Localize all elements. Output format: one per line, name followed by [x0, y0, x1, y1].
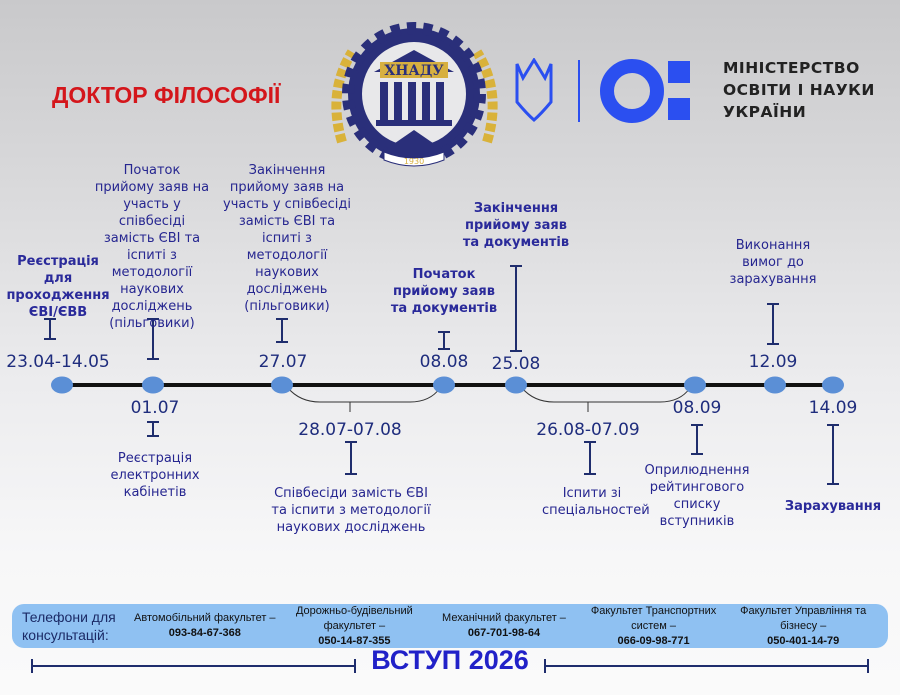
footer-title: ВСТУП 2026 [371, 645, 529, 675]
event-date: 01.07 [130, 398, 180, 418]
phone-item: Механічний факультет – 067-701-98-64 [429, 611, 579, 641]
phone-number[interactable]: 050-14-87-355 [318, 634, 391, 647]
event-date: 08.09 [672, 398, 722, 418]
ministry-name: МІНІСТЕРСТВО ОСВІТИ І НАУКИ УКРАЇНИ [723, 57, 875, 123]
page-title: ДОКТОР ФІЛОСОФІЇ [52, 82, 281, 108]
marker [147, 421, 159, 437]
timeline-dot [51, 376, 73, 394]
phone-number[interactable]: 050-401-14-79 [767, 634, 840, 647]
timeline-dot [822, 376, 844, 394]
phone-number[interactable]: 093-84-67-368 [168, 627, 241, 639]
marker [767, 303, 779, 345]
marker [584, 441, 596, 475]
event-date: 12.09 [748, 352, 798, 372]
ministry-line3: УКРАЇНИ [723, 103, 807, 121]
event-date: 28.07-07.08 [298, 420, 402, 440]
phone-number[interactable]: 067-701-98-64 [467, 627, 541, 639]
university-logo: ХНАДУ 1930 [331, 22, 498, 167]
logo-abbr: ХНАДУ [384, 63, 444, 79]
phones-bar: Телефони для консультацій: Автомобільний… [12, 604, 888, 648]
timeline-dot [764, 376, 786, 394]
event-label: Іспити зі спеціальностей [542, 486, 650, 518]
timeline-dot [505, 376, 527, 394]
timeline-brackets [287, 387, 691, 412]
event-date: 27.07 [258, 352, 308, 372]
timeline-dot [684, 376, 706, 394]
footer-rule [31, 659, 869, 673]
marker [827, 424, 839, 485]
event-label: Закінчення прийому заяв та документів [462, 201, 570, 250]
faculty-name: Факультет Транспортних систем – [590, 604, 717, 632]
faculty-name: Факультет Управління та бізнесу – [740, 604, 867, 632]
faculty-name: Механічний факультет – [442, 612, 566, 624]
timeline-dot [142, 376, 164, 394]
phone-item: Факультет Транспортних систем – 066-09-98… [579, 604, 729, 649]
event-label: Оприлюднення рейтингового списку вступни… [644, 463, 750, 529]
phone-item: Факультет Управління та бізнесу – 050-401… [728, 604, 878, 649]
marker [345, 441, 357, 475]
marker [438, 331, 450, 350]
ministry-logo [515, 58, 690, 123]
phone-item: Дорожньо-будівельний факультет – 050-14-8… [280, 604, 430, 649]
event-date: 26.08-07.09 [536, 420, 640, 440]
ministry-line1: МІНІСТЕРСТВО [723, 59, 860, 77]
marker [691, 424, 703, 455]
event-label: Початок прийому заяв на участь у співбес… [94, 163, 210, 331]
marker [147, 318, 159, 360]
phone-item: Автомобільний факультет – 093-84-67-368 [130, 611, 280, 641]
marker [276, 318, 288, 343]
trident-icon [515, 58, 553, 122]
timeline-dot [271, 376, 293, 394]
event-label: Закінчення прийому заяв на участь у спів… [223, 163, 351, 314]
logo-year: 1930 [404, 157, 424, 166]
event-date: 25.08 [491, 354, 541, 374]
marker [510, 265, 522, 352]
event-date: 14.09 [808, 398, 858, 418]
marker [44, 318, 56, 340]
event-label: Співбесіди замість ЄВІ та іспити з метод… [271, 486, 431, 535]
event-date: 23.04-14.05 [6, 352, 110, 372]
faculty-name: Автомобільний факультет – [134, 612, 276, 624]
event-label: Реєстрація для проходження ЄВІ/ЄВВ [6, 254, 110, 320]
event-label: Виконання вимог до зарахування [729, 238, 817, 287]
event-date: 08.08 [419, 352, 469, 372]
phone-number[interactable]: 066-09-98-771 [617, 634, 690, 647]
faculty-name: Дорожньо-будівельний факультет – [295, 604, 413, 632]
phones-label: Телефони для консультацій: [22, 609, 116, 643]
timeline-dot [433, 376, 455, 394]
ministry-line2: ОСВІТИ І НАУКИ [723, 81, 875, 99]
event-label: Зарахування [784, 499, 882, 514]
event-label: Початок прийому заяв та документів [390, 267, 498, 316]
event-label: Реєстрація електронних кабінетів [110, 451, 200, 500]
